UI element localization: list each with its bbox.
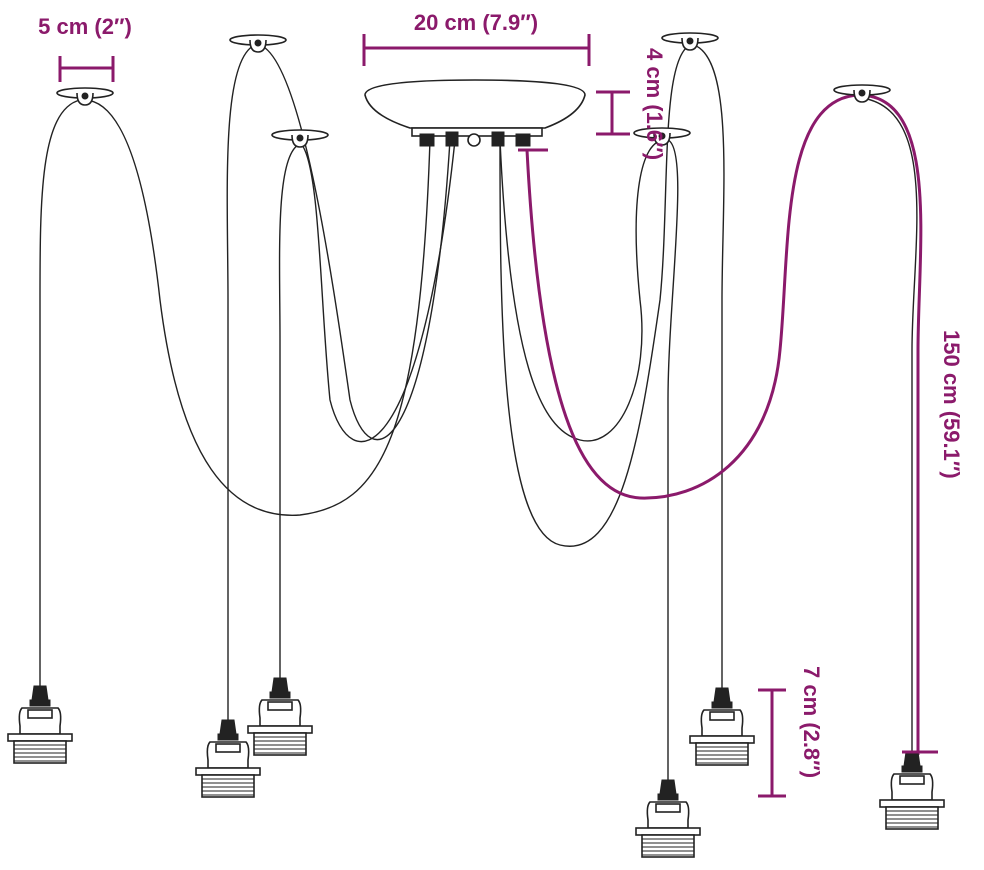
ceiling-canopy: [364, 79, 586, 147]
ceiling-hook: [56, 87, 114, 106]
cord-5: [499, 44, 725, 690]
lamp-socket: [689, 687, 755, 766]
cord-4: [499, 139, 679, 780]
canopy-width-marker: 20 cm (7.9″): [362, 10, 591, 66]
lamp-socket: [7, 685, 73, 764]
hook-width-marker: 5 cm (2″): [38, 14, 132, 82]
socket-height-marker: 7 cm (2.8″): [758, 666, 824, 798]
cord-length-label: 150 cm (59.1″): [939, 330, 964, 479]
cord-2: [226, 44, 451, 720]
canopy-height-label: 4 cm (1.6″): [642, 48, 667, 160]
cord-1: [39, 99, 431, 690]
lamp-socket: [635, 779, 701, 858]
socket-height-label: 7 cm (2.8″): [799, 666, 824, 778]
canopy-width-label: 20 cm (7.9″): [414, 10, 538, 35]
lamp-socket: [247, 677, 313, 756]
cord-6: [525, 93, 923, 755]
cord-length-marker: 150 cm (59.1″): [518, 148, 964, 754]
ceiling-hook: [661, 32, 719, 51]
cord-3: [278, 139, 456, 680]
lamp-socket: [879, 751, 945, 830]
ceiling-hook: [229, 34, 287, 53]
hook-width-label: 5 cm (2″): [38, 14, 132, 39]
canopy-height-marker: 4 cm (1.6″): [596, 48, 667, 160]
ceiling-hook: [271, 129, 329, 148]
